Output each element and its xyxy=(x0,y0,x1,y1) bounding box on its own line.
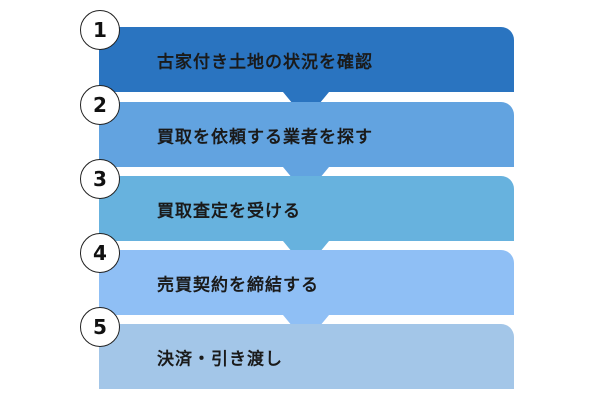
step-3-number: 3 xyxy=(93,167,107,191)
step-1-box: 古家付き土地の状況を確認 xyxy=(99,27,514,102)
step-1-label: 古家付き土地の状況を確認 xyxy=(157,52,373,72)
step-3-box: 買取査定を受ける xyxy=(99,176,514,251)
step-1-number: 1 xyxy=(93,18,107,42)
down-arrow-icon xyxy=(283,167,329,177)
step-2-label: 買取を依頼する業者を探す xyxy=(157,127,373,147)
down-arrow-icon xyxy=(283,241,329,251)
step-3-number-badge: 3 xyxy=(80,159,120,199)
step-4-number: 4 xyxy=(93,241,107,265)
step-1-number-badge: 1 xyxy=(80,10,120,50)
step-2-box: 買取を依頼する業者を探す xyxy=(99,102,514,177)
step-2-number-badge: 2 xyxy=(80,85,120,125)
step-5-label: 決済・引き渡し xyxy=(157,349,283,369)
step-2-number: 2 xyxy=(93,93,107,117)
step-5-number-badge: 5 xyxy=(80,307,120,347)
step-5-number: 5 xyxy=(93,315,107,339)
step-4-box: 売買契約を締結する xyxy=(99,250,514,325)
step-5-box: 決済・引き渡し xyxy=(99,324,514,389)
down-arrow-icon xyxy=(283,92,329,102)
step-4-number-badge: 4 xyxy=(80,233,120,273)
down-arrow-icon xyxy=(283,315,329,325)
step-4-label: 売買契約を締結する xyxy=(157,275,319,295)
step-3-label: 買取査定を受ける xyxy=(157,201,301,221)
